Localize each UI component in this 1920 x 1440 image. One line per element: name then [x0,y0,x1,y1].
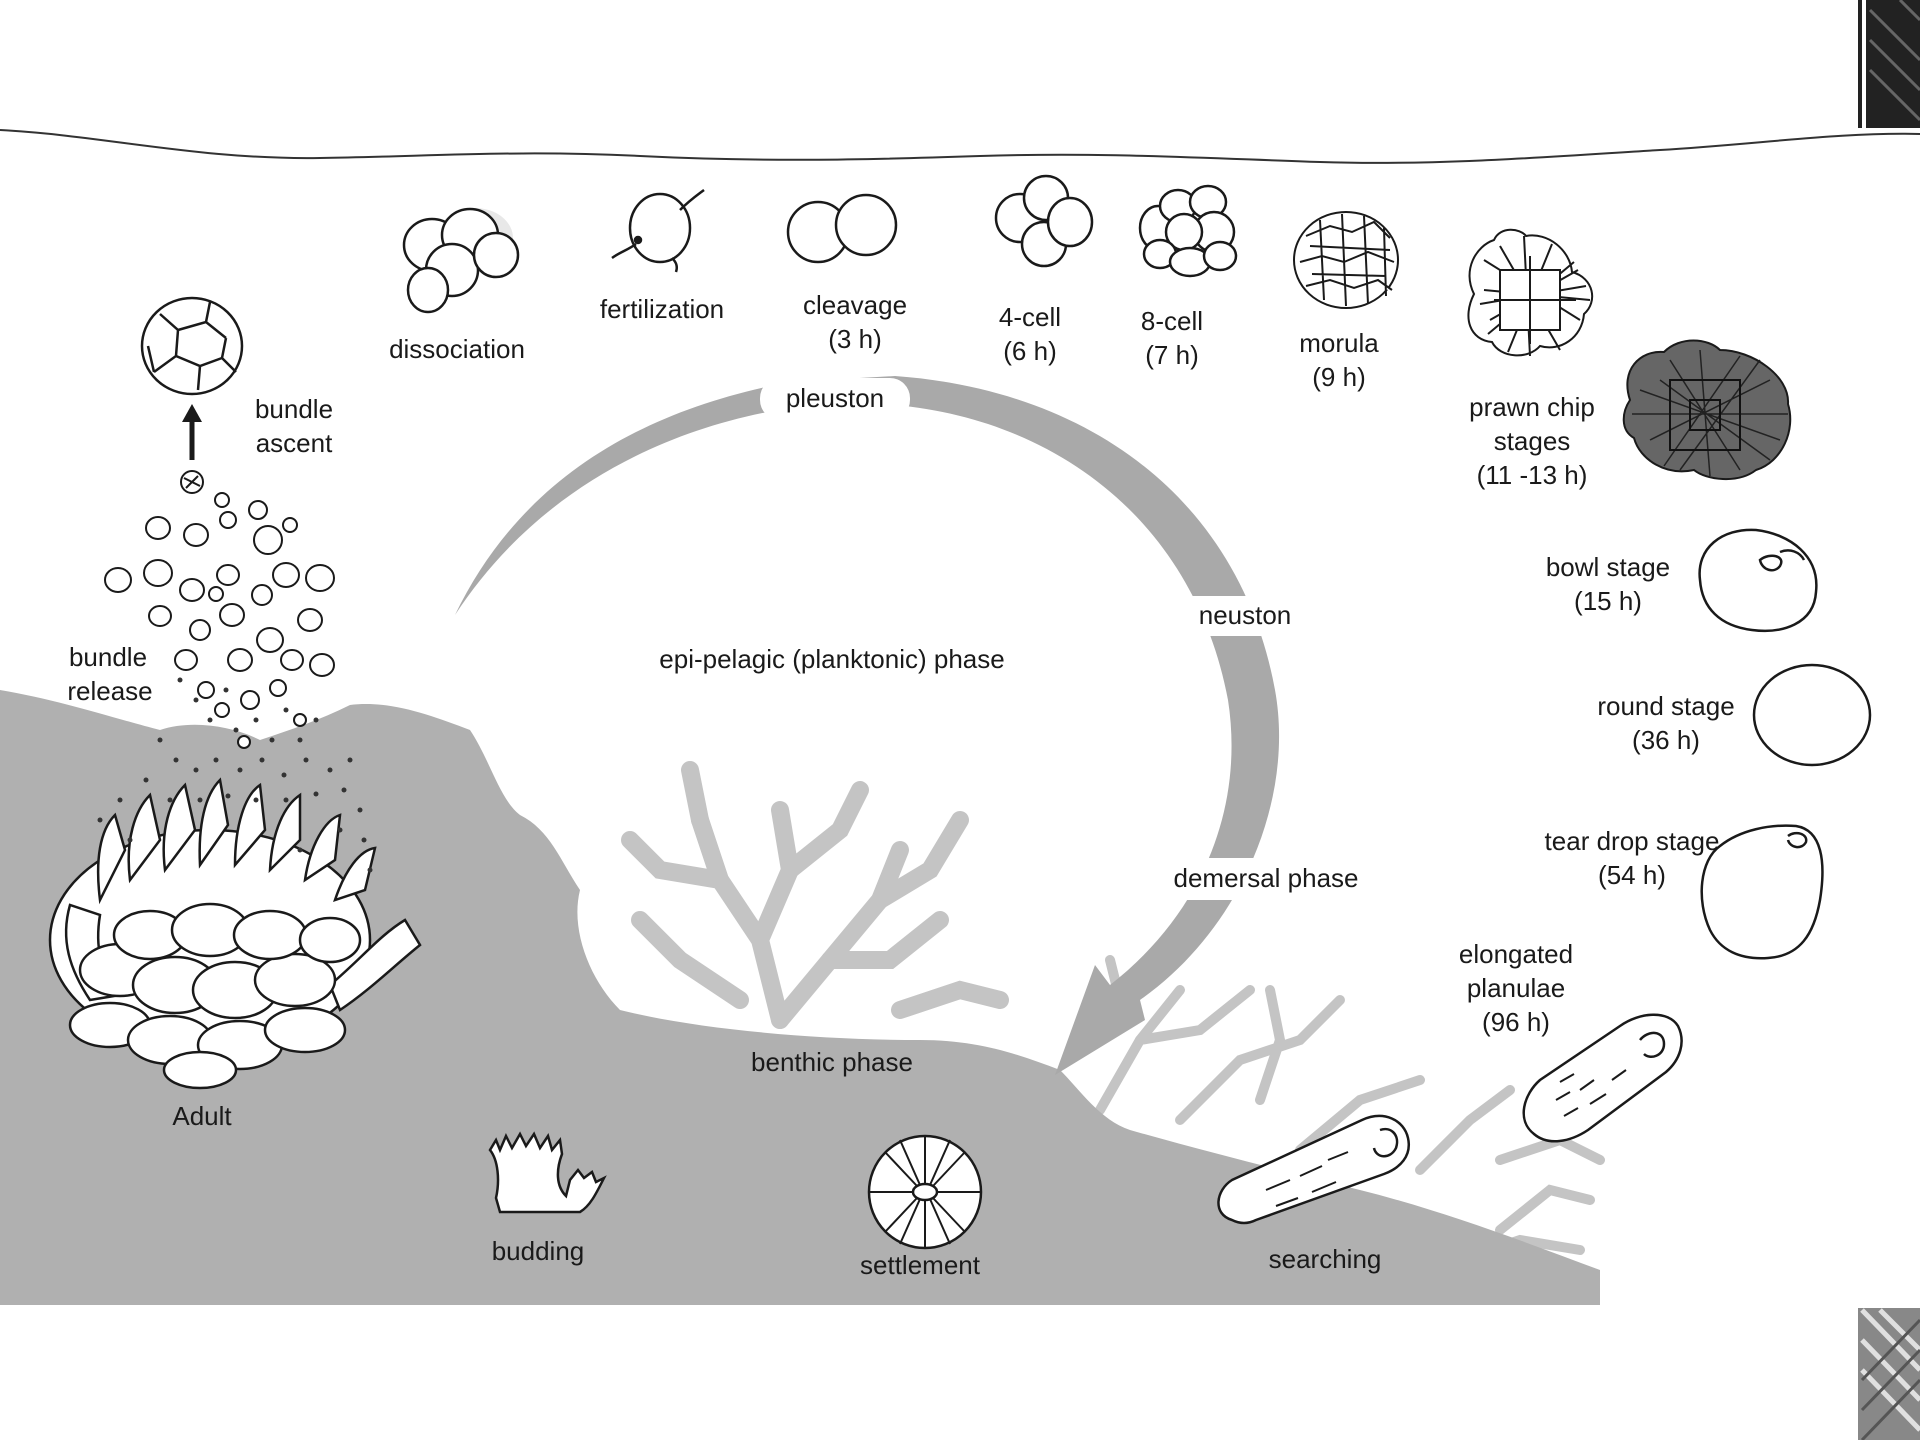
pleuston-text: pleuston [786,383,884,413]
prawn-chip-early-drawing [1468,230,1592,356]
budding-label: budding [492,1236,585,1266]
tear-drop-stage-label: tear drop stage [1545,826,1720,856]
fertilization-label: fertilization [600,294,724,324]
prawn-chip-time: (11 -13 h) [1477,460,1588,490]
neuston-text: neuston [1199,600,1292,630]
bowl-stage-time: (15 h) [1574,586,1642,616]
demersal-text: demersal phase [1174,863,1359,893]
cleavage-time: (3 h) [828,324,881,354]
bundle-release-label: bundle [69,642,147,672]
bundle-ascent-arrowhead [182,404,202,422]
phase-label-demersal: demersal phase [1160,858,1370,900]
searching-label: searching [1269,1244,1382,1274]
corner-pattern-bottom-right [1858,1308,1920,1440]
elongated-planulae-label: elongated [1459,939,1573,969]
prawn-chip-late-drawing [1624,341,1791,480]
cleavage-drawing [788,195,896,262]
eight-cell-label: 8-cell [1141,306,1203,336]
cleavage-label: cleavage [803,290,907,320]
bowl-stage-label: bowl stage [1546,552,1670,582]
benthic-phase-label: benthic phase [751,1047,913,1077]
elongated-planulae-time: (96 h) [1482,1007,1550,1037]
tear-drop-stage-drawing [1702,826,1823,959]
morula-time: (9 h) [1312,362,1365,392]
prawn-chip-label: prawn chip [1469,392,1595,422]
round-stage-drawing [1754,665,1870,765]
ascending-bundle-small [181,471,203,493]
phase-label-pleuston: pleuston [760,378,910,420]
bundle-ascent-label-2: ascent [256,428,333,458]
tear-drop-stage-time: (54 h) [1598,860,1666,890]
bundle-ascent-label: bundle [255,394,333,424]
branching-coral-silhouette [630,770,1000,1020]
eight-cell-time: (7 h) [1145,340,1198,370]
prawn-chip-label-2: stages [1494,426,1571,456]
morula-label: morula [1299,328,1379,358]
epipelagic-phase-label: epi-pelagic (planktonic) phase [659,644,1004,674]
dissociation-label: dissociation [389,334,525,364]
settlement-polyp-drawing [869,1136,981,1248]
morula-drawing [1294,212,1398,308]
fertilization-drawing [612,190,704,272]
elongated-planulae-label-2: planulae [1467,973,1565,1003]
bowl-stage-drawing [1700,530,1817,631]
ascending-bundle-large [142,298,242,394]
water-surface-line [0,130,1920,163]
round-stage-time: (36 h) [1632,725,1700,755]
bundle-release-label-2: release [67,676,152,706]
phase-label-neuston: neuston [1180,596,1310,636]
adult-label: Adult [172,1101,232,1131]
four-cell-label: 4-cell [999,302,1061,332]
round-stage-label: round stage [1597,691,1734,721]
four-cell-drawing [996,176,1092,266]
eight-cell-drawing [1140,186,1236,276]
settlement-label: settlement [860,1250,981,1280]
released-bundles [105,473,334,748]
corner-pattern-top-right [1858,0,1920,128]
dissociation-drawing [404,208,518,312]
four-cell-time: (6 h) [1003,336,1056,366]
